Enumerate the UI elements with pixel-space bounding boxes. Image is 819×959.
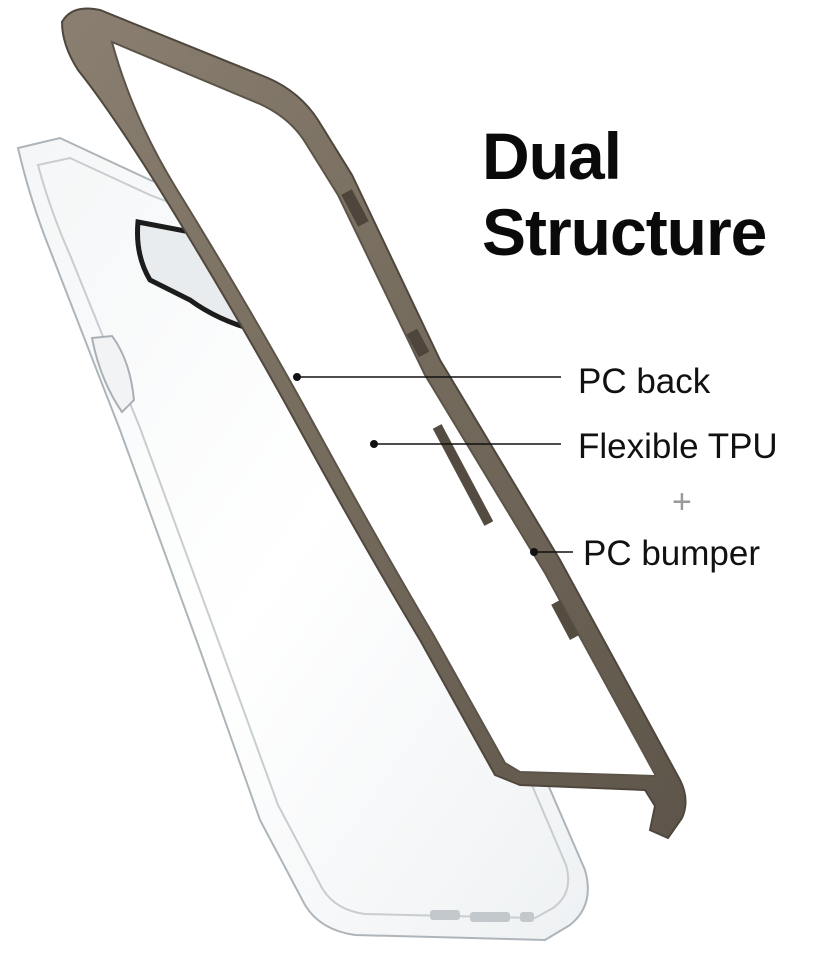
plus-sign: + xyxy=(672,483,692,521)
callout-lines xyxy=(293,373,573,556)
pc-bumper-frame xyxy=(60,7,687,840)
flexible-tpu-label: Flexible TPU xyxy=(578,427,778,466)
headline-line-1: Dual xyxy=(482,119,622,193)
headline: Dual Structure xyxy=(482,118,767,270)
pc-back-label: PC back xyxy=(578,362,711,401)
pc-bumper-label: PC bumper xyxy=(583,534,761,573)
headline-line-2: Structure xyxy=(482,195,767,269)
